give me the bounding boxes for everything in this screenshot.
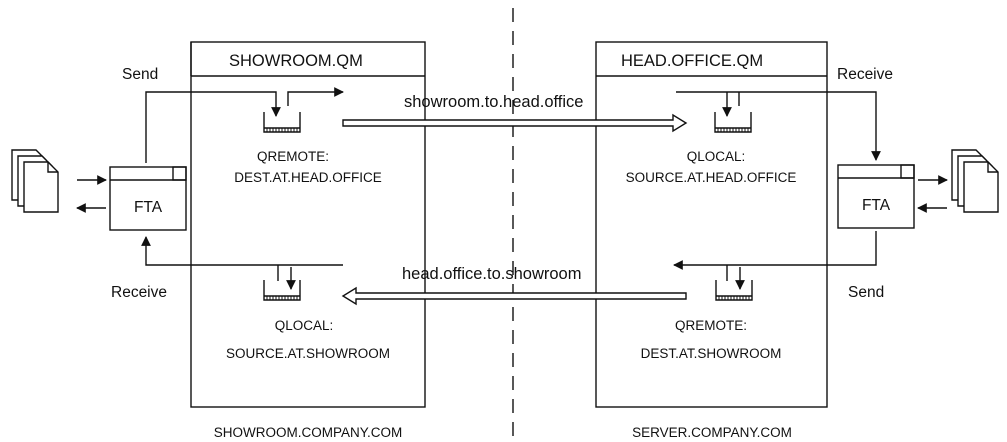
showroom-host-label: SHOWROOM.COMPANY.COM <box>214 425 403 440</box>
head-office-receive-label: Receive <box>837 66 893 83</box>
head-office-remote-queue-type: QREMOTE: <box>675 318 747 333</box>
showroom-receive-label: Receive <box>111 284 167 301</box>
channel-to-showroom-label: head.office.to.showroom <box>402 265 581 283</box>
head-office-host-label: SERVER.COMPANY.COM <box>632 425 792 440</box>
showroom-send-label: Send <box>122 66 158 83</box>
head-office-local-queue-type: QLOCAL: <box>687 149 746 164</box>
head-office-remote-queue-name: DEST.AT.SHOWROOM <box>641 346 782 361</box>
channel-to-head-office-label: showroom.to.head.office <box>404 93 583 111</box>
showroom-local-queue-name: SOURCE.AT.SHOWROOM <box>226 346 390 361</box>
head-office-send-label: Send <box>848 284 884 301</box>
head-office-documents-icon <box>951 149 999 213</box>
showroom-documents-icon <box>11 149 59 213</box>
head-office-fta-window: FTA <box>837 164 915 229</box>
showroom-remote-queue-type: QREMOTE: <box>257 149 329 164</box>
head-office-local-queue-name: SOURCE.AT.HEAD.OFFICE <box>626 170 797 185</box>
channel-to-showroom-arrow <box>341 286 687 306</box>
channel-to-head-office-arrow <box>342 113 688 133</box>
showroom-local-queue-type: QLOCAL: <box>275 318 334 333</box>
head-office-queue-manager: HEAD.OFFICE.QM <box>595 41 828 408</box>
showroom-fta-label: FTA <box>134 199 163 216</box>
head-office-qm-title: HEAD.OFFICE.QM <box>621 52 763 70</box>
showroom-queue-manager: SHOWROOM.QM <box>190 41 426 408</box>
showroom-fta-window: FTA <box>109 166 187 231</box>
head-office-fta-label: FTA <box>862 197 891 214</box>
showroom-qm-title: SHOWROOM.QM <box>229 52 363 70</box>
showroom-remote-queue-name: DEST.AT.HEAD.OFFICE <box>234 170 382 185</box>
